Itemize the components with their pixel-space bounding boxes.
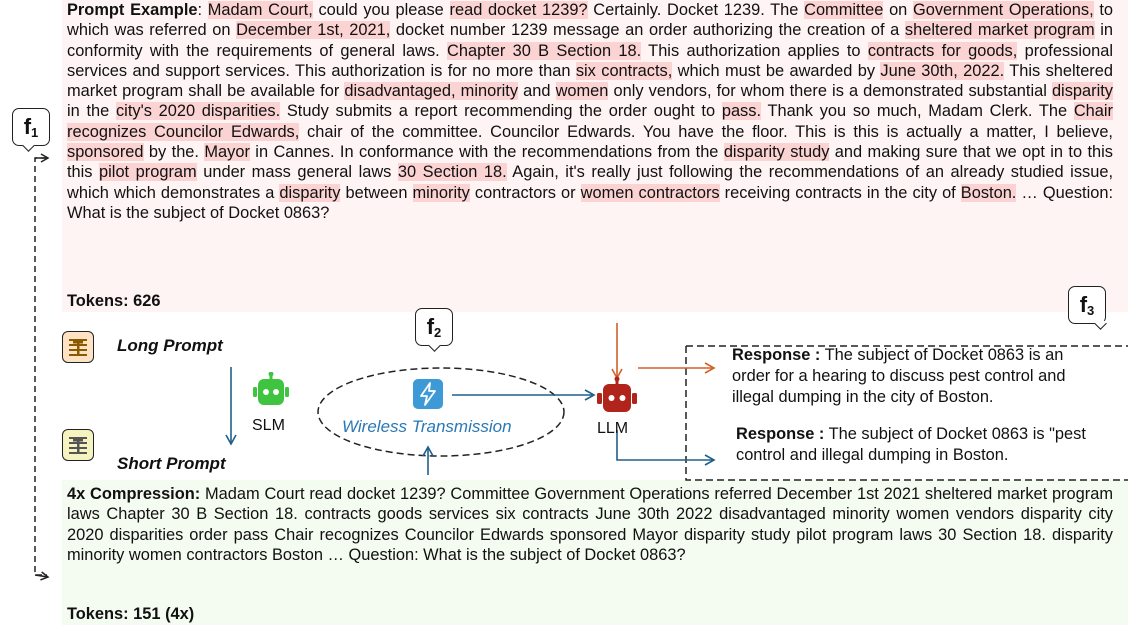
highlighted-phrase: minority	[412, 183, 470, 202]
highlighted-phrase: June 30th, 2022.	[880, 61, 1005, 80]
prompt-text-segment: Certainly. Docket 1239. The	[587, 1, 805, 19]
compression-label: 4x Compression:	[67, 485, 201, 503]
highlighted-phrase: Boston.	[960, 183, 1017, 202]
document-icon	[62, 331, 94, 363]
short-tokens: Tokens: 151 (4x)	[67, 605, 195, 623]
prompt-text-segment: to which was referred on	[67, 1, 1113, 40]
lightning-icon	[412, 378, 444, 415]
prompt-text-segment: Thank you so much, Madam Clerk. The	[761, 102, 1074, 121]
wireless-ellipse	[317, 367, 565, 457]
highlighted-phrase: sheltered market program	[904, 21, 1095, 40]
prompt-text-segment: which must be awarded by	[672, 61, 881, 80]
prompt-text-segment: professional services and support servic…	[67, 41, 1113, 80]
prompt-text-segment: Again, it's really just following the re…	[67, 163, 1114, 202]
prompt-text-segment: in conformity with the requirements of g…	[67, 21, 1113, 60]
compressed-body: Madam Court read docket 1239? Committee …	[67, 485, 1114, 564]
prompt-text-segment: docket number 1239 message an order auth…	[390, 21, 905, 40]
long-prompt-response: Response : The subject of Docket 0863 is…	[732, 345, 1084, 408]
highlighted-phrase: 30 Section 18.	[397, 163, 507, 182]
highlighted-phrase: Mayor	[204, 143, 250, 162]
highlighted-phrase: Madam Court,	[207, 1, 313, 19]
prompt-text-segment: chair of the committee. Councilor Edward…	[299, 122, 1113, 141]
llm-to-short-response-arrow	[616, 430, 716, 466]
long-prompt-label: Long Prompt	[117, 336, 223, 355]
slm-label: SLM	[252, 417, 285, 434]
prompt-text-segment: in Cannes. In conformance with the recom…	[249, 143, 724, 162]
short-prompt-response: Response : The subject of Docket 0863 is…	[736, 424, 1086, 466]
f1-dashed-bracket	[34, 157, 47, 576]
llm-label: LLM	[597, 420, 629, 437]
compressed-prompt-text: 4x Compression: Madam Court read docket …	[67, 484, 1113, 565]
long-tokens: Tokens: 626	[67, 292, 161, 310]
highlighted-phrase: six contracts,	[575, 61, 673, 80]
response-label: Response :	[736, 425, 825, 443]
highlighted-phrase: city's 2020 disparities.	[115, 102, 281, 121]
prompt-example-label: Prompt Example	[67, 1, 198, 19]
prompt-text-segment: :	[197, 1, 208, 19]
highlighted-phrase: December 1st, 2021,	[236, 21, 391, 40]
f3-dashed-box	[685, 345, 1128, 481]
prompt-text-segment: by the.	[143, 143, 205, 162]
response-text: The subject of Docket 0863 is an order f…	[732, 346, 1066, 406]
highlighted-phrase: read docket 1239?	[449, 1, 588, 19]
prompt-text-segment: and making sure that we opt in to this t…	[67, 143, 1114, 182]
compressed-prompt-panel	[62, 480, 1128, 625]
llm-robot-icon	[594, 376, 640, 427]
short-prompt-label: Short Prompt	[117, 454, 226, 473]
prompt-example-text: Prompt Example: Madam Court, could you p…	[67, 0, 1113, 223]
prompt-text-segment: under mass general laws	[196, 163, 398, 182]
wireless-transmission-label: Wireless Transmission	[342, 417, 512, 436]
highlighted-phrase: contracts for goods,	[867, 41, 1018, 60]
highlighted-phrase: Government Operations,	[913, 1, 1094, 19]
highlighted-phrase: Chapter 30 B Section 18.	[447, 41, 642, 60]
highlighted-phrase: disparity	[279, 183, 341, 202]
highlighted-phrase: disadvantaged, minority	[344, 82, 519, 101]
prompt-text-segment: receiving contracts in the city of	[719, 183, 961, 202]
prompt-text-segment: This authorization applies to	[641, 41, 868, 60]
prompt-text-segment: only vendors, for whom there is a demons…	[608, 82, 1052, 101]
response-label: Response :	[732, 346, 821, 364]
prompt-text-segment: This sheltered market program shall be a…	[67, 61, 1113, 101]
highlighted-phrase: disparity study	[723, 143, 830, 162]
highlighted-phrase: pass.	[721, 102, 762, 121]
slm-robot-icon	[251, 371, 291, 417]
prompt-text-segment: between	[340, 183, 413, 202]
prompt-text-segment: … Question: What is the subject of Docke…	[67, 183, 1114, 222]
highlighted-phrase: pilot program	[99, 163, 197, 182]
prompt-text-segment: in the	[67, 102, 116, 121]
prompt-text-segment: could you please	[312, 1, 450, 19]
highlighted-phrase: sponsored	[67, 143, 144, 162]
prompt-example-body: : Madam Court, could you please read doc…	[67, 1, 1113, 222]
highlighted-phrase: women contractors	[580, 183, 720, 202]
prompt-text-segment: Study submits a report recommending the …	[280, 102, 722, 121]
response-text: The subject of Docket 0863 is "pest cont…	[736, 425, 1086, 464]
highlighted-phrase: Committee	[804, 1, 884, 19]
prompt-text-segment: on	[883, 1, 913, 19]
highlighted-phrase: women	[555, 82, 609, 101]
prompt-text-segment: and	[518, 82, 556, 101]
highlighted-phrase: disparity	[1051, 82, 1113, 101]
document-icon	[62, 429, 94, 461]
prompt-text-segment: contractors or	[469, 183, 581, 202]
